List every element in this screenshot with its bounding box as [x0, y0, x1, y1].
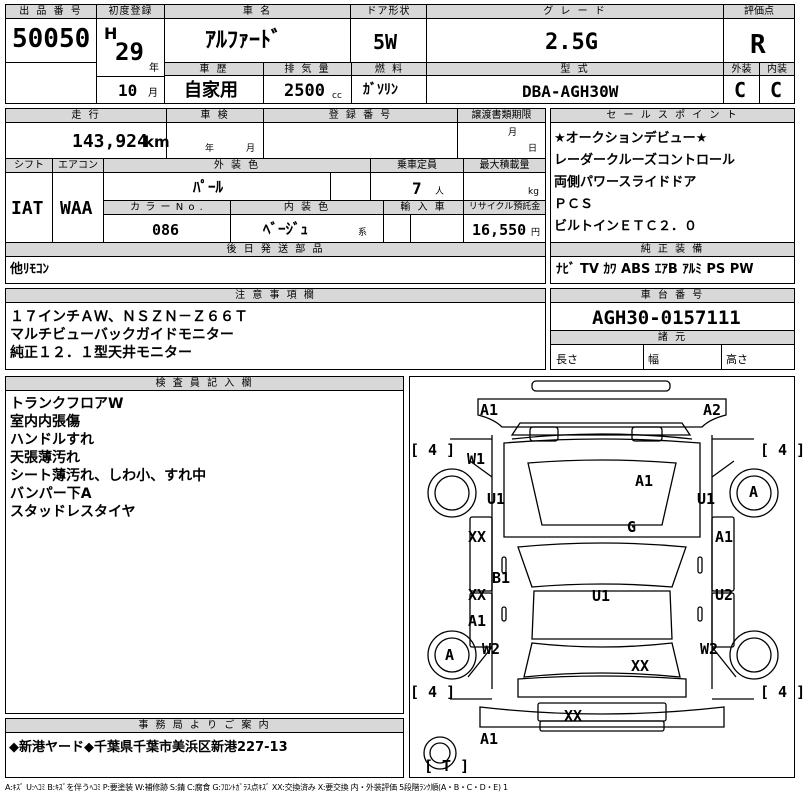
recycle-value: 16,550 — [472, 221, 527, 239]
mark-fender-fl: W1 — [467, 450, 486, 468]
sales-point-item: ★オークションデビュー★ — [554, 131, 708, 146]
fuel-value: ｶﾞｿﾘﾝ — [363, 82, 398, 98]
history-value: 自家用 — [184, 80, 238, 101]
note-item: １７インチＡＷ、ＮＳＺＮ－Ｚ６６Ｔ — [10, 309, 248, 325]
mark-hood: A1 — [635, 472, 654, 490]
mark-fender-r: U1 — [697, 490, 716, 508]
inspector-notes: トランクフロアW 室内内張傷ハンドルすれ天張薄汚れシート薄汚れ、しわ小、すれ中バン… — [10, 395, 400, 521]
model-name: ｱﾙﾌｧｰﾄﾞ — [205, 28, 283, 53]
chassis-value: AGH30-0157111 — [592, 307, 741, 329]
grade-value: 2.5G — [545, 30, 598, 55]
chassis-block — [550, 288, 795, 370]
mark-windshield: G — [627, 518, 637, 536]
mark-door-rl: XX — [468, 586, 487, 604]
color-no-value: 086 — [152, 221, 180, 239]
doors-label: ドア形状 — [351, 5, 426, 19]
aircon-value: WAA — [60, 198, 93, 219]
era: H — [104, 24, 118, 43]
displacement-value: 2500 — [284, 81, 325, 101]
first-reg-month: 10 — [118, 81, 138, 100]
sales-point-item: 両側パワースライドドア — [554, 175, 697, 190]
ext-color-value: ﾊﾟｰﾙ — [193, 178, 224, 196]
car-diagram: [ 4 ] [ 4 ] [ 4 ] [ 4 ] [ T ] A1 A2 W1 A… — [409, 376, 805, 778]
mark-roof: U1 — [592, 587, 611, 605]
legend: A:ｷｽﾞ U:ﾍｺﾐ B:ｷｽﾞを伴うﾍｺﾐ P:要塗装 W:補修跡 S:錆 … — [5, 783, 508, 792]
mark-rear-bumper: A1 — [480, 730, 499, 748]
inspector-note-item: スタッドレスタイヤ — [10, 504, 136, 520]
model-code-value: DBA-AGH30W — [522, 82, 619, 101]
inspector-block — [5, 376, 404, 714]
inspector-note-item: バンパー下A — [10, 486, 92, 502]
note-item: 純正１２．１型天井モニター — [10, 345, 192, 361]
inspector-note-item: ハンドルすれ — [10, 432, 94, 448]
mark-door-fr: A1 — [715, 528, 734, 546]
sales-point-item: レーダークルーズコントロール — [554, 153, 735, 168]
first-reg-label: 初度登録 — [97, 5, 164, 19]
spec-block — [5, 108, 546, 284]
office-value: ◆新港ヤード◆千葉県千葉市美浜区新港227-13 — [9, 740, 288, 755]
interior-grade-value: C — [770, 78, 783, 102]
mark-tailgate: XX — [564, 707, 583, 725]
grade-label: グ レ ー ド — [427, 5, 723, 19]
spare-tire: [ T ] — [424, 757, 470, 775]
shift-value: IAT — [11, 198, 44, 219]
mark-quarter-rr: W2 — [700, 640, 719, 658]
mark-tire-rl: A — [445, 646, 455, 664]
score-value: R — [750, 30, 766, 60]
mark-door-fl: XX — [468, 528, 487, 546]
int-color-value: ﾍﾞｰｼﾞｭ — [263, 220, 309, 238]
inspector-note-item: シート薄汚れ、しわ小、すれ中 — [10, 468, 207, 484]
doors-value: 5W — [373, 30, 398, 54]
score-label: 評価点 — [724, 5, 794, 19]
first-reg-year: 29 — [115, 38, 144, 66]
inspector-note-item: 室内内張傷 — [10, 414, 80, 430]
model-name-label: 車 名 — [165, 5, 350, 19]
tread-rl: [ 4 ] — [410, 683, 456, 701]
mark-front-bumper-l: A1 — [480, 401, 499, 419]
inspector-note-item: 天張薄汚れ — [10, 450, 80, 466]
note-item: マルチビューバックガイドモニター — [10, 327, 234, 343]
equipment-value: ﾅﾋﾞ TV ｶﾜ ABS ｴｱB ｱﾙﾐ PS PW — [556, 262, 754, 277]
mark-rear-door-l: A1 — [468, 612, 487, 630]
later-parts-value: 他ﾘﾓｺﾝ — [10, 262, 50, 277]
sales-block — [550, 108, 795, 284]
mark-door-rr: U2 — [715, 586, 734, 604]
sales-point-item: ビルトインＥＴＣ２．０ — [554, 219, 698, 234]
notes-list: １７インチＡＷ、ＮＳＺＮ－Ｚ６６Ｔ マルチビューバックガイドモニター純正１２．１型… — [10, 308, 540, 362]
lot-label: 出 品 番 号 — [6, 5, 96, 19]
mark-quarter-rl: W2 — [482, 640, 501, 658]
mark-sill-l: B1 — [492, 569, 511, 587]
exterior-grade-value: C — [734, 78, 747, 102]
mileage-value: 143,924 — [72, 131, 148, 152]
office-block — [5, 718, 404, 778]
capacity-value: 7 — [412, 179, 422, 198]
mark-front-bumper-r: A2 — [703, 401, 722, 419]
tread-rr: [ 4 ] — [760, 683, 805, 701]
tread-fl: [ 4 ] — [410, 441, 456, 459]
inspector-note-item: トランクフロアW — [10, 396, 124, 412]
header-block — [5, 4, 795, 104]
car-outline — [423, 380, 779, 770]
sales-points-list: ★オークションデビュー★ レーダークルーズコントロール両側パワースライドドア ＰＣＳ… — [554, 128, 792, 238]
mark-tire-fr: A — [749, 483, 759, 501]
lot-number: 50050 — [12, 24, 91, 54]
tread-fr: [ 4 ] — [760, 441, 805, 459]
sales-point-item: ＰＣＳ — [554, 197, 594, 212]
mark-rear-glass: XX — [631, 657, 650, 675]
notes-block — [5, 288, 546, 370]
mark-fender-l: U1 — [487, 490, 506, 508]
